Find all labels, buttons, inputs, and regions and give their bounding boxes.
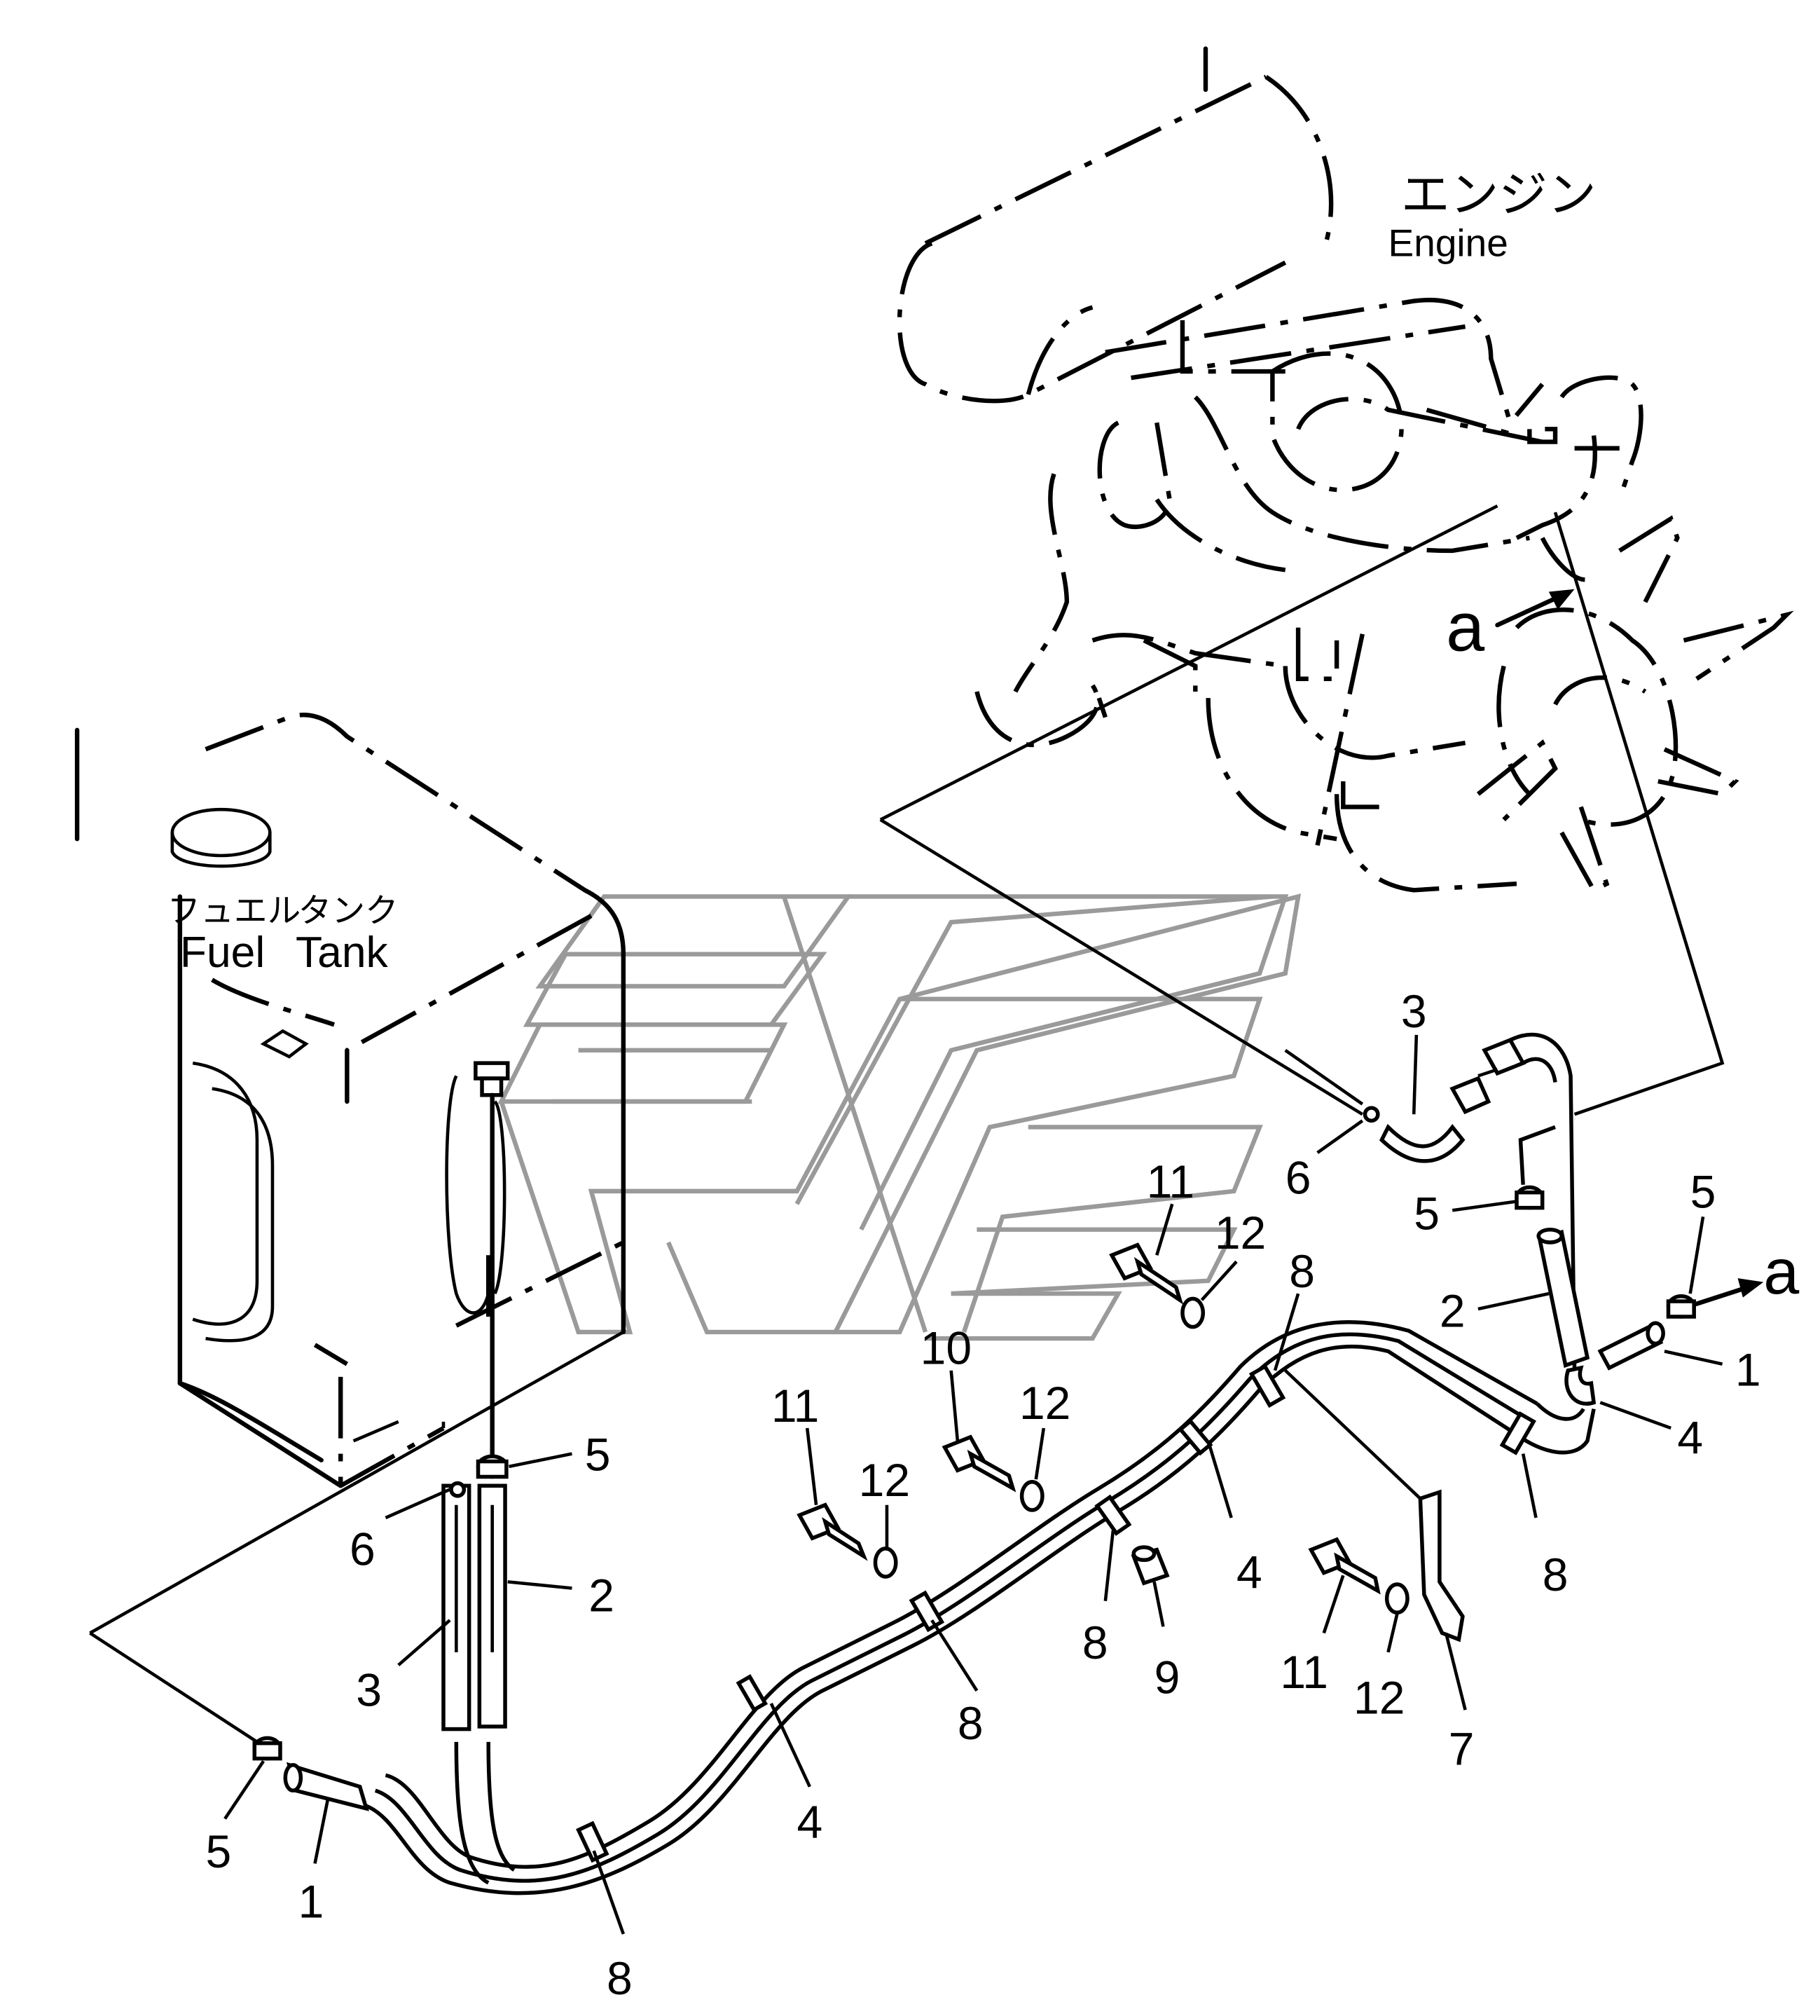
callout-number: 2 bbox=[1440, 1285, 1466, 1337]
callout-number: 8 bbox=[1082, 1617, 1108, 1668]
callout-number: 5 bbox=[206, 1825, 232, 1877]
clip-6-right bbox=[1363, 1106, 1380, 1123]
callout-number: 11 bbox=[1147, 1156, 1195, 1207]
clamp-5-lower-left bbox=[252, 1736, 282, 1761]
washer-12-upper bbox=[1180, 1296, 1206, 1329]
clip-6-left bbox=[449, 1481, 467, 1498]
callout-number: 12 bbox=[1215, 1207, 1266, 1259]
view-reference-a-right: a bbox=[1763, 1236, 1799, 1308]
callout-leaders bbox=[223, 1034, 1723, 1935]
washer-12-mid bbox=[1019, 1480, 1045, 1512]
elbow-4-right bbox=[1564, 1365, 1597, 1406]
leader-line bbox=[1284, 1048, 1364, 1106]
pipe-clamps bbox=[576, 1364, 1536, 1863]
clamp-5-right-upper bbox=[1515, 1185, 1545, 1210]
callout-number: 12 bbox=[859, 1454, 910, 1506]
callout-number: 12 bbox=[1353, 1672, 1405, 1724]
fuel-pipe-main bbox=[365, 1320, 1596, 1895]
washer-12-right bbox=[1384, 1582, 1409, 1614]
callout-number: 4 bbox=[1677, 1412, 1703, 1464]
clamp-8 bbox=[1499, 1411, 1536, 1455]
hose-1-left bbox=[283, 1762, 369, 1811]
callout-number: 6 bbox=[350, 1523, 375, 1575]
fuel-label-en: Fuel bbox=[180, 928, 265, 977]
clamp-8 bbox=[736, 1674, 768, 1713]
hose-2-right bbox=[1536, 1227, 1590, 1369]
fuel-tank-outline bbox=[74, 713, 626, 1743]
engine-outline bbox=[897, 46, 1794, 893]
callout-number: 5 bbox=[585, 1428, 611, 1480]
clamp-8 bbox=[1178, 1418, 1213, 1456]
callout-number: 8 bbox=[958, 1697, 984, 1749]
tank-label-en: Tank bbox=[296, 928, 389, 977]
bolt-10 bbox=[942, 1434, 1016, 1493]
view-reference-a: a bbox=[1446, 588, 1484, 666]
hose-1-right bbox=[1597, 1321, 1665, 1371]
fuel-cap bbox=[170, 807, 272, 868]
engine-label-jp: エンジン bbox=[1401, 167, 1597, 224]
hose-route bbox=[1518, 1125, 1556, 1185]
callout-number: 12 bbox=[1019, 1377, 1070, 1429]
engine-label-en: Engine bbox=[1388, 221, 1508, 265]
arrow-head bbox=[1548, 589, 1575, 610]
clamp-8 bbox=[1094, 1494, 1132, 1536]
clamp-8 bbox=[1248, 1364, 1286, 1408]
bolt-11-upper bbox=[1109, 1242, 1184, 1305]
watermark-logo bbox=[497, 893, 1302, 1341]
hose-2-left bbox=[477, 1483, 507, 1729]
callout-numbers: 3 6 5 2 5 1 4 8 11 12 8 10 12 11 12 5 6 … bbox=[206, 985, 1761, 2004]
callout-number: 1 bbox=[1735, 1344, 1761, 1396]
bolt-11-right bbox=[1308, 1537, 1381, 1595]
tank-return-fitting bbox=[474, 1061, 510, 1462]
callout-number: 3 bbox=[356, 1664, 382, 1716]
view-arrow bbox=[1495, 593, 1564, 628]
callout-number: 7 bbox=[1449, 1723, 1475, 1775]
callout-number: 8 bbox=[607, 1952, 633, 2004]
clamp-5-right bbox=[1666, 1294, 1696, 1319]
callout-number: 3 bbox=[1401, 985, 1427, 1037]
callout-number: 11 bbox=[1280, 1646, 1328, 1698]
callout-number: 11 bbox=[771, 1380, 820, 1432]
engine-fitting-upper bbox=[1449, 1032, 1577, 1371]
callout-number: 1 bbox=[298, 1875, 324, 1927]
washer-12-left bbox=[873, 1547, 898, 1579]
spacer-9 bbox=[1131, 1545, 1170, 1586]
clamp-5-upper-left bbox=[476, 1454, 509, 1479]
arrow-head bbox=[1737, 1278, 1764, 1298]
hose-3-right bbox=[1379, 1123, 1466, 1163]
bolt-11-mid bbox=[797, 1502, 868, 1561]
view-arrow-right bbox=[1694, 1284, 1751, 1306]
callout-number: 8 bbox=[1289, 1245, 1315, 1297]
fuel-label-jp: フュエル bbox=[167, 892, 301, 931]
tank-label-jp: タンク bbox=[298, 892, 399, 931]
bracket-7 bbox=[1284, 1369, 1465, 1643]
callout-number: 4 bbox=[1236, 1547, 1262, 1598]
engine-mount-plate bbox=[879, 504, 1725, 1116]
clamp-8 bbox=[576, 1820, 609, 1863]
callout-number: 6 bbox=[1285, 1152, 1311, 1204]
callout-number: 8 bbox=[1543, 1549, 1569, 1600]
callout-number: 4 bbox=[797, 1796, 823, 1848]
callout-number: 9 bbox=[1154, 1652, 1180, 1703]
callout-number: 5 bbox=[1414, 1188, 1440, 1240]
hose-3-left bbox=[441, 1483, 471, 1732]
callout-number: 10 bbox=[921, 1322, 972, 1374]
callout-number: 5 bbox=[1690, 1166, 1716, 1218]
callout-number: 2 bbox=[588, 1570, 614, 1621]
